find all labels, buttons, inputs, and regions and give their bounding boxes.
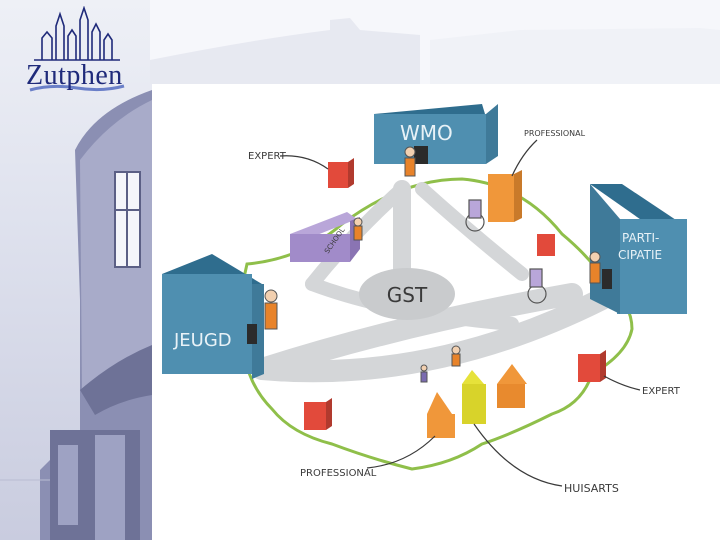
zutphen-city-skyline-icon xyxy=(29,6,125,92)
house-orange-2 xyxy=(497,364,527,408)
jeugd-building xyxy=(162,254,264,379)
house-orange-1 xyxy=(427,392,455,438)
school-building xyxy=(290,212,360,262)
participatie-label-1: PARTI- xyxy=(622,231,659,245)
professional-label-bottom: PROFESSIONAL xyxy=(300,468,377,479)
expert-box-right xyxy=(578,350,606,382)
house-yellow xyxy=(462,370,486,424)
wmo-building xyxy=(374,104,498,164)
jeugd-label: JEUGD xyxy=(173,330,232,351)
expert-label-right: EXPERT xyxy=(642,386,681,397)
professional-label-top: PROFESSIONAL xyxy=(524,129,586,138)
wmo-label: WMO xyxy=(400,121,453,145)
community-boundary xyxy=(238,177,634,471)
gst-hub xyxy=(359,268,455,320)
road-network xyxy=(251,180,613,383)
gst-network-diagram: GST WMO JEUGD PARTI- CIPATIE SCHOOL xyxy=(152,84,720,540)
expert-box-bottom xyxy=(304,398,332,430)
wheelchair-person xyxy=(465,199,547,304)
professional-box-top xyxy=(488,170,522,222)
expert-label-top: EXPERT xyxy=(248,151,287,162)
expert-box-top xyxy=(328,158,354,188)
brand-wordmark: Zutphen xyxy=(26,60,123,91)
huisarts-label: HUISARTS xyxy=(564,482,619,495)
gst-label: GST xyxy=(387,283,428,307)
person-figures xyxy=(264,146,601,383)
expert-box-right-small xyxy=(537,234,555,256)
participatie-label-2: CIPATIE xyxy=(618,248,662,262)
